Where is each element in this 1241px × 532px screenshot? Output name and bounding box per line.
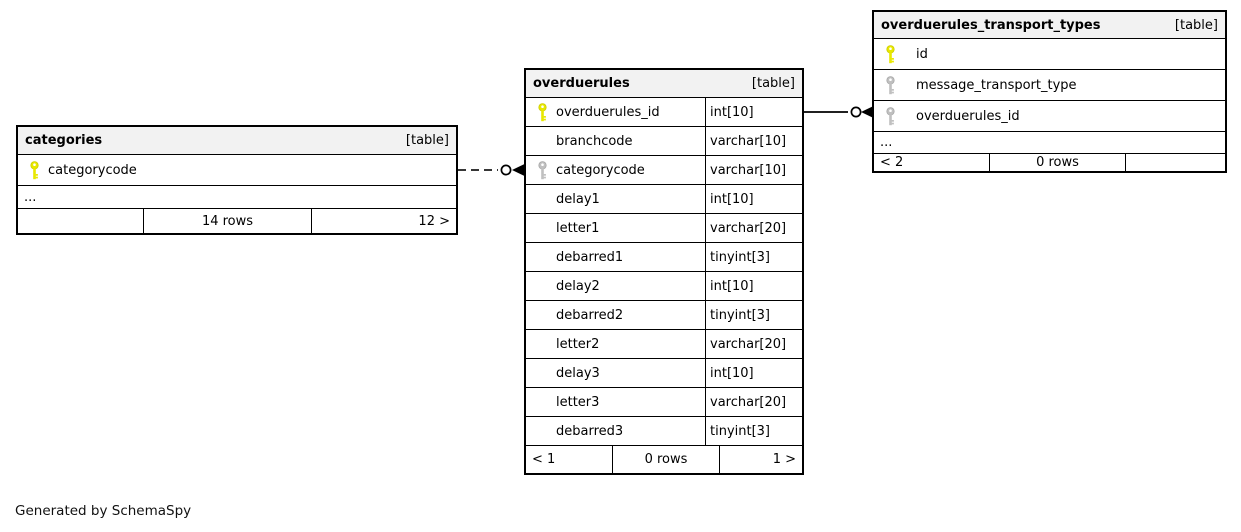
table-header: overduerules_transport_types [table] xyxy=(874,12,1225,39)
table-name[interactable]: overduerules xyxy=(533,76,630,91)
column-name: debarred1 xyxy=(556,249,624,265)
column-type: tinyint[3] xyxy=(705,301,802,329)
key-cell xyxy=(874,44,916,64)
table-header: overduerules [table] xyxy=(526,70,802,98)
primary-key-icon xyxy=(538,102,547,121)
relationship-overduerules-transport-types-solid xyxy=(804,106,873,118)
key-cell xyxy=(874,106,916,126)
column-name: overduerules_id xyxy=(916,108,1020,124)
column-row-categorycode: categorycode xyxy=(18,155,456,186)
footer-row-count: 14 rows xyxy=(143,209,311,233)
table-type-label: [table] xyxy=(751,76,795,91)
column-name: id xyxy=(916,46,928,62)
foreign-key-icon xyxy=(538,160,547,179)
column-row-debarred2: debarred2 tinyint[3] xyxy=(526,301,802,330)
column-name: debarred2 xyxy=(556,307,624,323)
column-name: letter3 xyxy=(556,394,600,410)
column-type: tinyint[3] xyxy=(705,243,802,271)
relationship-categories-overduerules-dashed xyxy=(458,164,524,176)
footer-parents-count xyxy=(1125,154,1225,171)
primary-key-icon xyxy=(886,44,895,63)
foreign-key-icon xyxy=(886,75,895,94)
table-footer: < 1 0 rows 1 > xyxy=(526,446,802,473)
table-node-overduerules[interactable]: overduerules [table] overduerules_id int… xyxy=(524,68,804,475)
column-name: letter2 xyxy=(556,336,600,352)
footer-row-count: 0 rows xyxy=(612,446,719,473)
column-name: delay2 xyxy=(556,278,600,294)
column-name: letter1 xyxy=(556,220,600,236)
footer-children-count xyxy=(18,209,143,233)
column-name: debarred3 xyxy=(556,423,624,439)
column-row-id: id xyxy=(874,39,1225,70)
footer-parents-count: 12 > xyxy=(311,209,456,233)
column-row-categorycode: categorycode varchar[10] xyxy=(526,156,802,185)
footer-children-count: < 1 xyxy=(532,452,556,467)
more-columns-ellipsis: ... xyxy=(874,132,1225,154)
column-type: int[10] xyxy=(705,359,802,387)
footer-children-count: < 2 xyxy=(880,155,904,170)
footer-parents-count: 1 > xyxy=(719,446,802,473)
column-type: int[10] xyxy=(705,185,802,213)
column-row-debarred3: debarred3 tinyint[3] xyxy=(526,417,802,446)
footer-row-count: 0 rows xyxy=(989,154,1125,171)
column-type: varchar[10] xyxy=(705,127,802,155)
column-type: varchar[10] xyxy=(705,156,802,184)
table-type-label: [table] xyxy=(1174,17,1218,33)
table-name[interactable]: overduerules_transport_types xyxy=(881,17,1101,33)
column-row-message-transport-type: message_transport_type xyxy=(874,70,1225,101)
column-row-overduerules-id: overduerules_id int[10] xyxy=(526,98,802,127)
table-footer: 14 rows 12 > xyxy=(18,209,456,233)
column-type: int[10] xyxy=(705,98,802,126)
key-cell xyxy=(526,160,556,180)
column-name: delay3 xyxy=(556,365,600,381)
column-row-letter3: letter3 varchar[20] xyxy=(526,388,802,417)
column-row-letter2: letter2 varchar[20] xyxy=(526,330,802,359)
table-header: categories [table] xyxy=(18,127,456,155)
column-name: delay1 xyxy=(556,191,600,207)
primary-key-icon xyxy=(30,160,39,179)
column-type: tinyint[3] xyxy=(705,417,802,445)
column-row-debarred1: debarred1 tinyint[3] xyxy=(526,243,802,272)
generated-by-note: Generated by SchemaSpy xyxy=(15,503,192,519)
column-name: message_transport_type xyxy=(916,77,1077,93)
key-cell xyxy=(874,75,916,95)
column-row-overduerules-id: overduerules_id xyxy=(874,101,1225,132)
column-type: varchar[20] xyxy=(705,330,802,358)
column-type: varchar[20] xyxy=(705,214,802,242)
table-type-label: [table] xyxy=(405,133,449,148)
table-footer: < 2 0 rows xyxy=(874,154,1225,171)
table-node-categories[interactable]: categories [table] categorycode ... 14 r… xyxy=(16,125,458,235)
column-row-delay3: delay3 int[10] xyxy=(526,359,802,388)
table-node-overduerules-transport-types[interactable]: overduerules_transport_types [table] id xyxy=(872,10,1227,173)
table-name[interactable]: categories xyxy=(25,133,103,148)
column-row-branchcode: branchcode varchar[10] xyxy=(526,127,802,156)
column-type: varchar[20] xyxy=(705,388,802,416)
column-name: categorycode xyxy=(48,162,137,178)
key-cell xyxy=(18,160,48,180)
column-name: overduerules_id xyxy=(556,104,660,120)
key-cell xyxy=(526,102,556,122)
column-row-letter1: letter1 varchar[20] xyxy=(526,214,802,243)
column-type: int[10] xyxy=(705,272,802,300)
column-name: categorycode xyxy=(556,162,645,178)
column-row-delay2: delay2 int[10] xyxy=(526,272,802,301)
column-row-delay1: delay1 int[10] xyxy=(526,185,802,214)
column-name: branchcode xyxy=(556,133,633,149)
foreign-key-icon xyxy=(886,106,895,125)
more-columns-ellipsis: ... xyxy=(18,186,456,209)
